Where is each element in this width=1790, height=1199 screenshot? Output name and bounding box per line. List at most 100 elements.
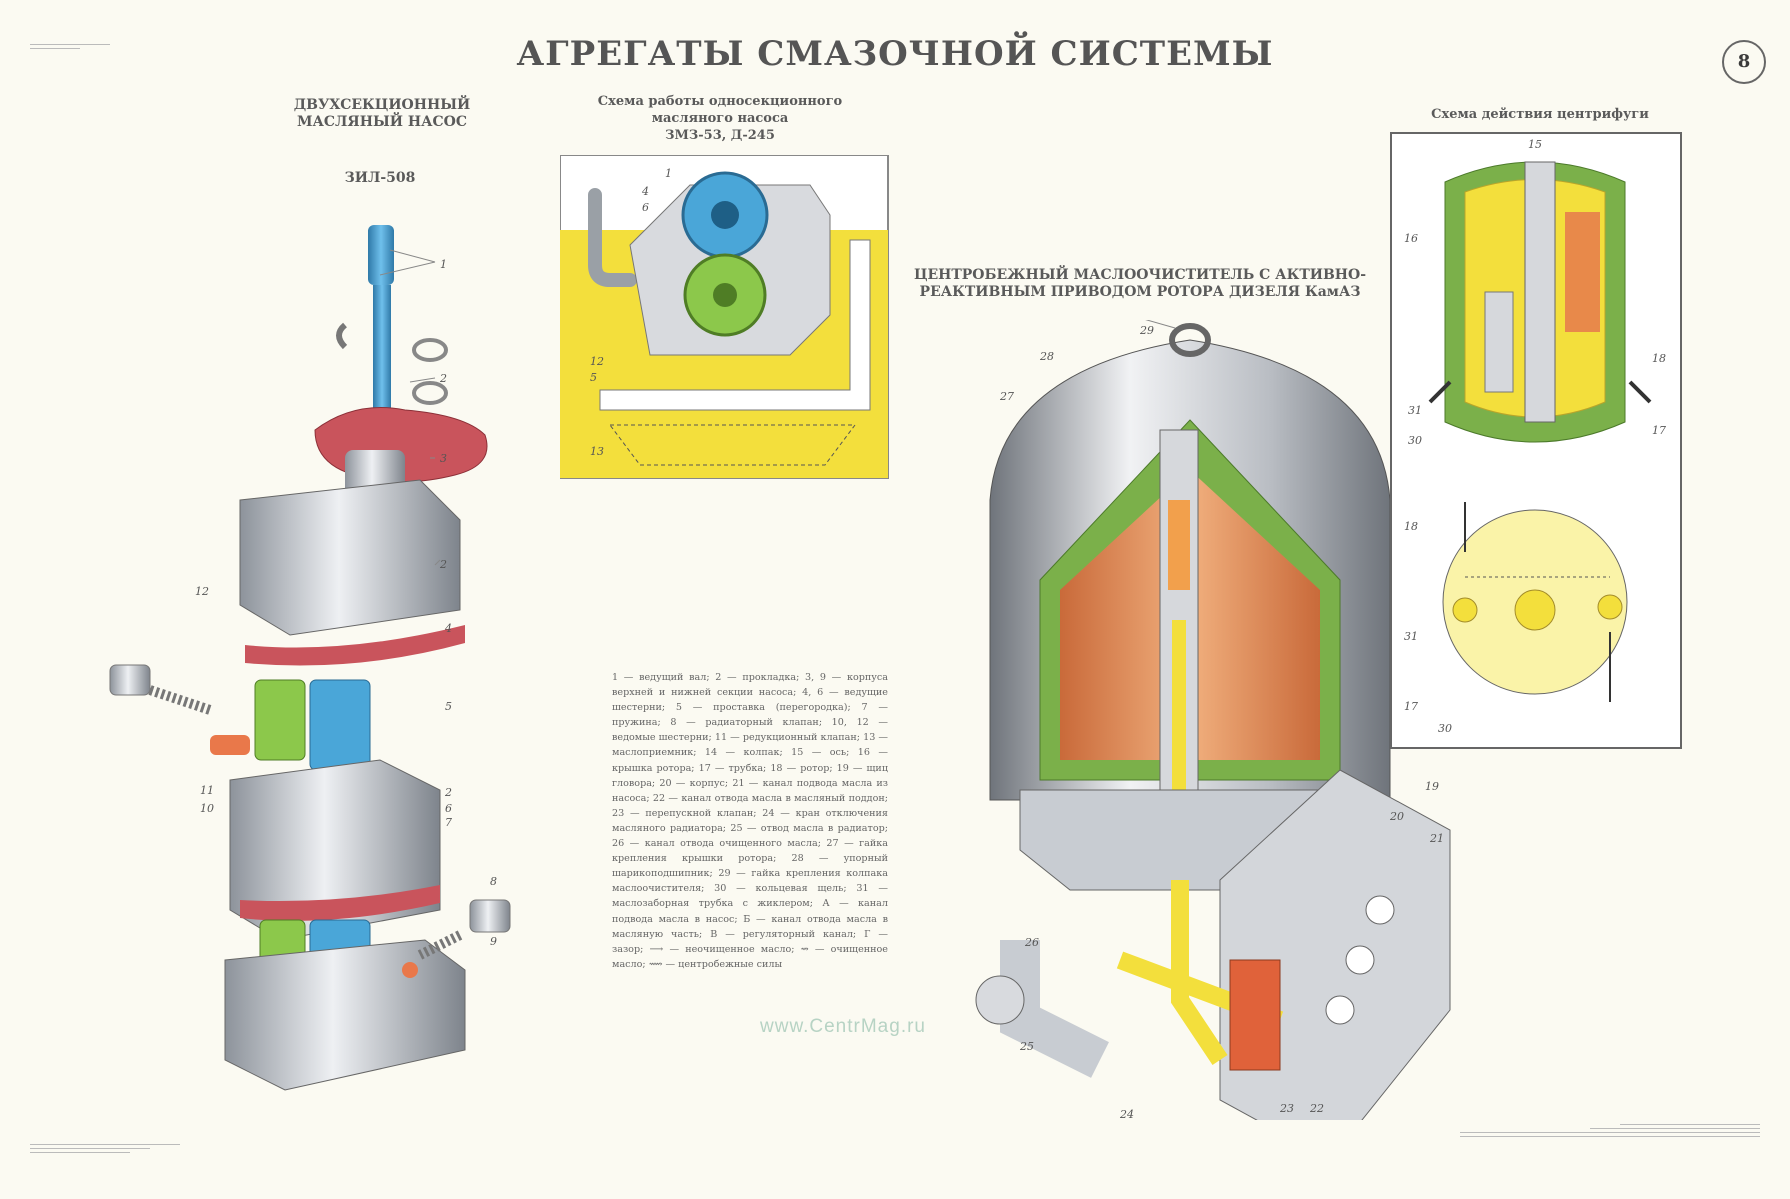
watermark: www.CentrMag.ru xyxy=(760,1016,926,1037)
axis-orange-insert xyxy=(1168,500,1190,590)
c-callout-30a: 30 xyxy=(1408,434,1422,447)
c-callout-16: 16 xyxy=(1404,232,1418,245)
oil-path-1 xyxy=(1171,880,1228,1065)
poster-title: АГРЕГАТЫ СМАЗОЧНОЙ СИСТЕМЫ xyxy=(516,34,1274,74)
f-callout-21: 21 xyxy=(1429,832,1444,845)
washer-1 xyxy=(412,338,448,362)
sp-callout-4: 4 xyxy=(641,185,649,198)
f-callout-28: 28 xyxy=(1039,350,1054,363)
filter-caption: ЦЕНТРОБЕЖНЫЙ МАСЛООЧИСТИТЕЛЬ С АКТИВНО- … xyxy=(880,267,1400,301)
callout-3: 3 xyxy=(440,452,447,465)
f-callout-26: 26 xyxy=(1024,936,1039,949)
callout-10: 10 xyxy=(200,802,214,815)
c-callout-15: 15 xyxy=(1528,138,1542,151)
c-callout-18a: 18 xyxy=(1652,352,1666,365)
bypass-valve xyxy=(1229,959,1281,1071)
sp-callout-1: 1 xyxy=(665,167,672,180)
c-callout-31b: 31 xyxy=(1404,630,1418,643)
arrow-left-rotation xyxy=(1428,380,1452,404)
washer-2 xyxy=(412,381,448,405)
pump-caption: ДВУХСЕКЦИОННЫЙ МАСЛЯНЫЙ НАСОС xyxy=(272,97,492,131)
callout-4: 4 xyxy=(444,622,452,635)
inlet-pipe xyxy=(588,188,637,287)
c-callout-31a: 31 xyxy=(1408,404,1422,417)
f-callout-23: 23 xyxy=(1279,1102,1294,1115)
cap-nut-ring xyxy=(1169,323,1211,357)
centrifuge-action-scheme: 15 16 18 31 30 17 18 31 17 30 xyxy=(1390,132,1682,749)
valve-spring-right xyxy=(417,930,463,960)
radiator-tap xyxy=(975,975,1025,1025)
callout-11: 11 xyxy=(200,784,214,797)
bottom-right-print xyxy=(1460,1120,1760,1137)
callout-2b: 2 xyxy=(439,558,447,571)
driven-gear-hub xyxy=(713,283,737,307)
port-2 xyxy=(1345,945,1375,975)
lower-housing xyxy=(224,939,466,1091)
centrifuge-caption: Схема действия центрифуги xyxy=(1431,107,1649,122)
callout-2a: 2 xyxy=(439,372,447,385)
drive-shaft xyxy=(373,285,391,445)
sp-callout-12: 12 xyxy=(590,355,604,368)
legend-text: 1 — ведущий вал; 2 — прокладка; 3, 9 — к… xyxy=(612,672,888,970)
c-callout-18b: 18 xyxy=(1404,520,1418,533)
single-pump-caption-line1: Схема работы односекционного xyxy=(597,94,843,109)
outlet-channel xyxy=(599,239,871,411)
left-nozzle xyxy=(1452,597,1478,623)
callout-5: 5 xyxy=(445,700,452,713)
sp-callout-13: 13 xyxy=(590,445,604,458)
f-callout-24: 24 xyxy=(1119,1108,1134,1120)
f-callout-27: 27 xyxy=(999,390,1014,403)
valve-spring-left xyxy=(148,685,212,715)
sheet-number: 8 xyxy=(1722,40,1766,84)
callout-6: 6 xyxy=(445,802,452,815)
drive-gear-hub xyxy=(711,201,739,229)
c-callout-17a: 17 xyxy=(1652,424,1666,437)
f-callout-19: 19 xyxy=(1425,780,1439,793)
centrifuge-rotor-section xyxy=(1565,212,1600,332)
f-callout-20: 20 xyxy=(1389,810,1404,823)
single-pump-caption-line3: ЗМЗ-53, Д-245 xyxy=(665,128,775,143)
drive-shaft-top xyxy=(368,225,394,285)
single-pump-caption-line2: масляного насоса xyxy=(651,111,789,126)
arrow-right-rotation xyxy=(1628,380,1652,404)
f-callout-22: 22 xyxy=(1309,1102,1324,1115)
sp-callout-6: 6 xyxy=(642,201,649,214)
filter-caption-line1: ЦЕНТРОБЕЖНЫЙ МАСЛООЧИСТИТЕЛЬ С АКТИВНО- xyxy=(913,267,1367,283)
port-1 xyxy=(1365,895,1395,925)
filter-caption-line2: РЕАКТИВНЫМ ПРИВОДОМ РОТОРА ДИЗЕЛЯ КамАЗ xyxy=(919,284,1361,300)
callout-7: 7 xyxy=(445,816,452,829)
callout-12: 12 xyxy=(195,585,209,598)
upper-housing xyxy=(239,479,461,636)
f-callout-29: 29 xyxy=(1139,324,1154,337)
callout-8: 8 xyxy=(490,875,497,888)
outlet-pipe xyxy=(1000,940,1109,1078)
two-section-pump-illustration: 1 2 3 2 12 4 11 5 2 6 7 10 8 9 xyxy=(109,225,511,1091)
c-callout-17b: 17 xyxy=(1404,700,1418,713)
gasket-lower xyxy=(240,885,440,921)
callout-1: 1 xyxy=(440,258,447,271)
centrifugal-filter-illustration: 29 28 14 27 15 16 17 18 19 20 21 26 25 2… xyxy=(975,320,1451,1120)
bottom-left-print xyxy=(30,1140,180,1153)
centrifuge-axis xyxy=(1524,161,1556,423)
oil-pickup xyxy=(609,424,856,466)
valve-plug-left xyxy=(109,664,151,696)
driven-gear-upper xyxy=(254,679,306,761)
pump-caption-line1: ДВУХСЕКЦИОННЫЙ xyxy=(293,97,471,113)
single-pump-caption: Схема работы односекционного масляного н… xyxy=(570,93,870,144)
tiny-header-text xyxy=(30,40,120,54)
c-callout-30b: 30 xyxy=(1438,722,1452,735)
radiator-valve-ball xyxy=(402,962,418,978)
gasket-upper xyxy=(245,625,465,666)
sp-callout-5: 5 xyxy=(590,371,597,384)
pump-model: ЗИЛ-508 xyxy=(344,170,416,186)
f-callout-25: 25 xyxy=(1019,1040,1034,1053)
right-nozzle xyxy=(1597,594,1623,620)
reducing-valve-plunger xyxy=(210,735,250,755)
pump-caption-line2: МАСЛЯНЫЙ НАСОС xyxy=(296,114,468,130)
drive-gear-upper xyxy=(309,679,371,771)
callout-9: 9 xyxy=(490,935,497,948)
center-nozzle xyxy=(1514,589,1556,631)
valve-plug-right xyxy=(469,899,511,933)
key xyxy=(336,322,348,350)
port-3 xyxy=(1325,995,1355,1025)
